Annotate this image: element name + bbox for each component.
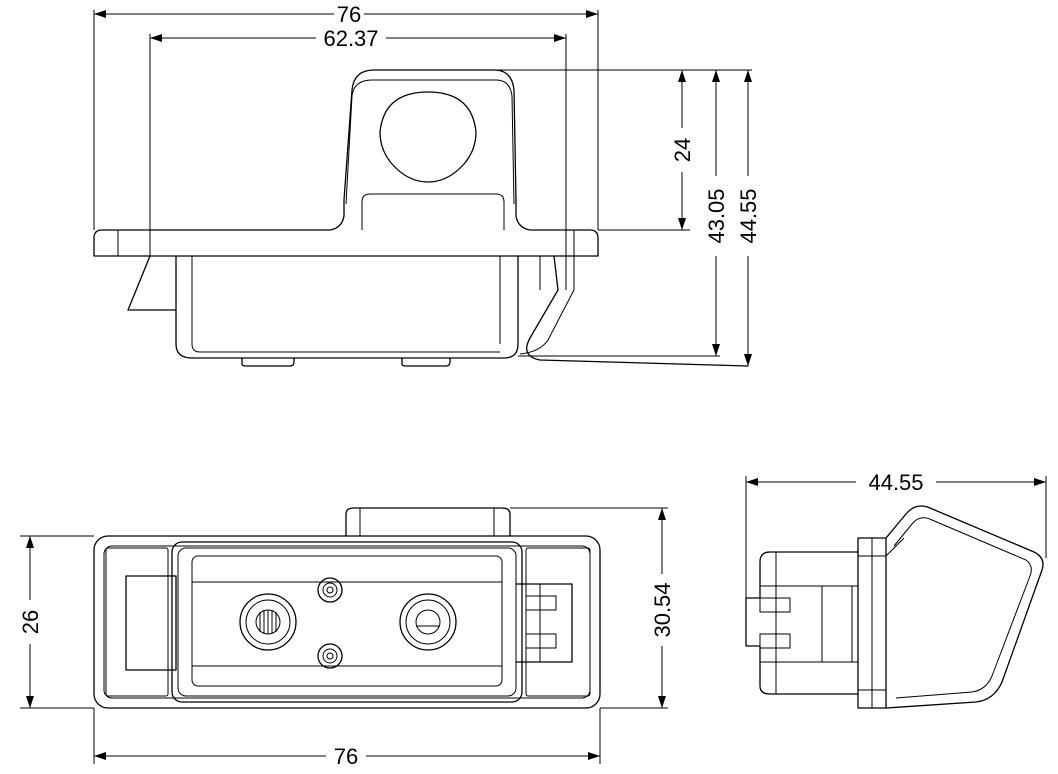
dim-top-depth: 26: [18, 610, 43, 634]
side-view: 44.55: [745, 470, 1047, 709]
right-cable: [526, 255, 749, 367]
top-inner-body: [171, 541, 523, 703]
lens-icon: [379, 91, 477, 183]
top-view: 26 30.54 76: [18, 507, 675, 769]
front-view: 76 62.37 24 43.05 44.55: [93, 2, 761, 367]
dim-front-lens-height: 24: [670, 138, 695, 162]
top-left-clip: [125, 575, 177, 671]
top-right-connector: [515, 583, 573, 663]
side-angled-housing: [885, 505, 1044, 709]
dim-front-overall-height: 44.55: [736, 188, 761, 243]
top-outer-plate: [93, 535, 601, 709]
top-housing-bump: [345, 507, 511, 537]
left-clip: [127, 255, 177, 311]
front-flange: [93, 69, 599, 257]
screw-top-icon: [317, 577, 343, 603]
dim-side-overall: 44.55: [868, 470, 923, 495]
dim-front-body-height: 43.05: [704, 188, 729, 243]
screw-bottom-icon: [317, 643, 343, 669]
dim-front-mount-span: 62.37: [323, 26, 378, 51]
front-body: [175, 255, 519, 359]
side-connector-block: [745, 551, 859, 695]
port-left-icon: [239, 593, 297, 651]
dim-top-width: 76: [334, 744, 358, 769]
dim-top-depth-with-housing: 30.54: [650, 582, 675, 637]
dim-front-overall-width: 76: [337, 2, 361, 27]
port-right-icon: [399, 593, 457, 651]
lens-housing-inner: [361, 193, 505, 230]
